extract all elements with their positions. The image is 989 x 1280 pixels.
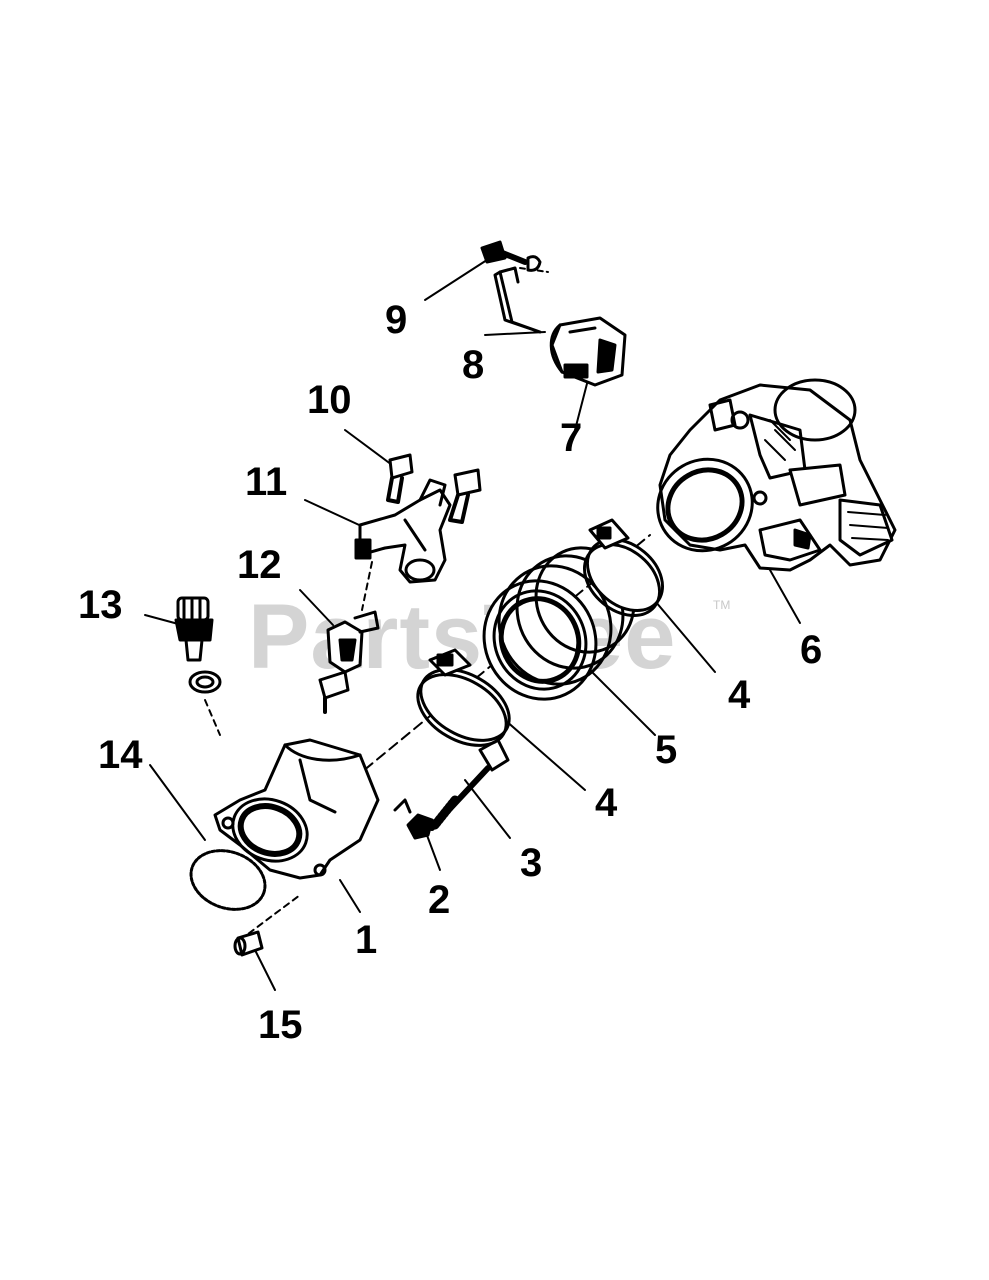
callout-15: 15 [258,1003,303,1047]
part-5-coupler [482,546,636,701]
callout-5: 5 [655,728,678,772]
part-4-clamp-lower [416,648,511,747]
part-6-throttle-body [656,378,897,572]
callout-3: 3 [520,841,543,885]
part-14-gasket [189,849,267,911]
callout-12: 12 [237,543,282,587]
part-4-clamp-upper [582,518,665,617]
callout-8: 8 [462,343,485,387]
part-13-temp-sensor [174,596,222,694]
part-2-washer [393,798,434,840]
callout-7: 7 [560,416,583,460]
trademark-symbol: TM [713,598,731,612]
callout-2: 2 [428,878,451,922]
callout-13: 13 [78,583,123,627]
part-8-bracket [493,266,542,334]
callout-6: 6 [800,628,823,672]
callout-1: 1 [355,918,378,962]
callout-10: 10 [307,378,352,422]
part-15-plug [233,930,264,957]
part-9-screw [480,240,542,272]
part-3-bolt [429,738,510,831]
part-11-fuel-rail [354,478,452,584]
part-12-injector [318,610,380,714]
callout-4-upper: 4 [728,673,751,717]
callout-14: 14 [98,733,143,777]
part-1-intake-manifold [213,738,380,880]
part-7-sensor [549,316,627,387]
callout-4-lower: 4 [595,781,618,825]
callout-9: 9 [385,298,408,342]
callout-11: 11 [245,460,288,504]
part-10-bolts [386,453,482,524]
